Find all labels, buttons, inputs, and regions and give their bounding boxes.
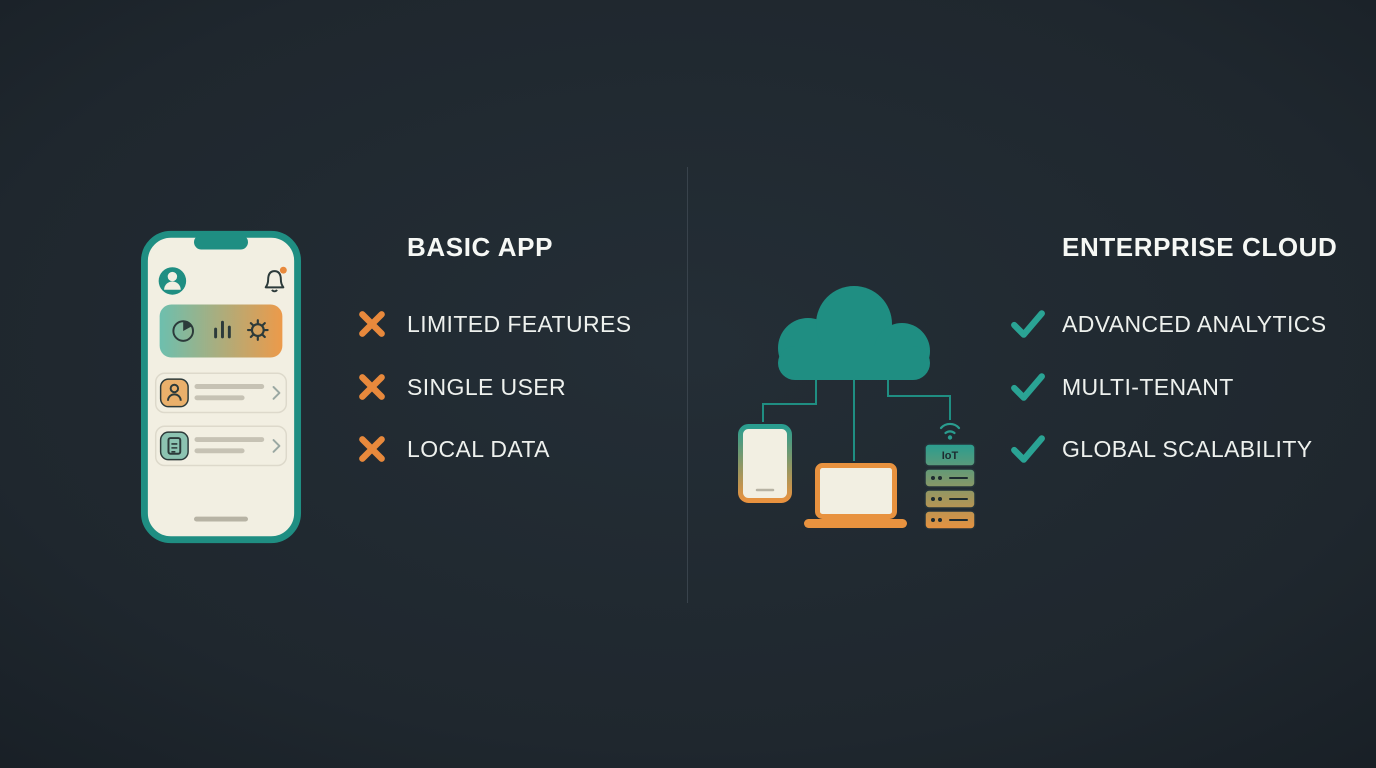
feature-item: ADVANCED ANALYTICS [1010, 307, 1327, 341]
feature-item: MULTI-TENANT [1010, 370, 1234, 404]
left-panel-title: BASIC APP [407, 232, 554, 262]
list-item [154, 425, 288, 467]
document-item-icon [159, 431, 189, 461]
network-connectors [762, 380, 951, 461]
feature-item: SINGLE USER [357, 370, 566, 404]
right-panel-title: ENTERPRISE CLOUD [1062, 232, 1338, 262]
server-rack-icon: IoT [924, 443, 976, 530]
feature-label: LOCAL DATA [407, 435, 550, 462]
cross-icon [357, 434, 387, 464]
cloud-network-graphic: IoT [738, 286, 976, 530]
smartphone-graphic [140, 230, 302, 544]
cloud-network-illustration: IoT [716, 276, 986, 543]
check-icon [1010, 434, 1046, 464]
wifi-icon [939, 422, 961, 440]
notification-dot [279, 266, 287, 274]
feature-item: GLOBAL SCALABILITY [1010, 432, 1313, 466]
text-placeholder-lines [194, 437, 265, 454]
bar-chart-icon [214, 320, 231, 339]
cross-icon [357, 309, 387, 339]
cloud-icon [778, 286, 930, 380]
check-icon [1010, 309, 1046, 339]
feature-label: LIMITED FEATURES [407, 310, 632, 337]
feature-item: LIMITED FEATURES [357, 307, 632, 341]
feature-item: LOCAL DATA [357, 432, 550, 466]
dashboard-card [159, 304, 283, 358]
chevron-right-icon [272, 386, 281, 400]
smartphone-illustration [140, 228, 302, 551]
feature-label: GLOBAL SCALABILITY [1062, 435, 1313, 462]
chevron-right-icon [272, 439, 281, 453]
phone-notch [194, 234, 248, 250]
server-leds [931, 476, 942, 522]
cross-icon [357, 372, 387, 402]
server-slots [949, 477, 968, 521]
feature-label: SINGLE USER [407, 373, 567, 400]
feature-label: MULTI-TENANT [1062, 373, 1234, 400]
list-item [154, 372, 288, 414]
home-indicator [194, 516, 248, 522]
pie-chart-icon [172, 320, 194, 342]
feature-label: ADVANCED ANALYTICS [1062, 310, 1327, 337]
text-placeholder-lines [194, 384, 265, 401]
gear-icon [246, 319, 269, 341]
server-label: IoT [942, 450, 959, 462]
vertical-divider [687, 167, 688, 603]
laptop-icon [804, 463, 907, 528]
avatar-icon [158, 267, 187, 295]
tablet-icon [738, 424, 792, 503]
check-icon [1010, 372, 1046, 402]
notification-bell-icon [264, 266, 287, 293]
